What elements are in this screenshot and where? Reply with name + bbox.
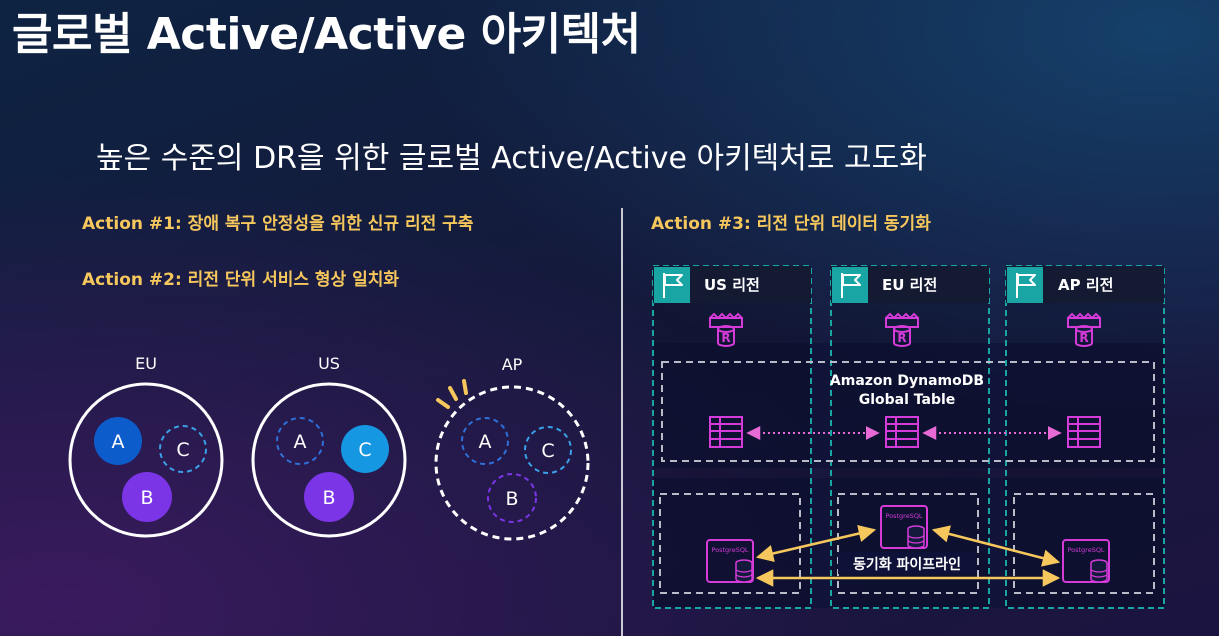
sync-pipeline-arrow: [755, 524, 877, 563]
flag-icon: [832, 267, 868, 303]
region-us: US A C B: [251, 354, 407, 538]
service-cell-c-label: C: [176, 439, 189, 461]
service-cell-c: [159, 425, 207, 473]
region-us-boundary: [251, 382, 407, 538]
service-cell-b: [122, 472, 172, 522]
service-cell-a: [461, 417, 509, 465]
service-cell-b: [487, 473, 537, 523]
svg-text:PostgreSQL: PostgreSQL: [1067, 546, 1104, 554]
service-cell-a: [94, 417, 142, 465]
service-cell-b: [304, 472, 354, 522]
service-cell-c: [341, 425, 389, 473]
section-divider: [621, 208, 623, 636]
sync-pipeline-arrow: [931, 525, 1061, 567]
service-cell-b-label: B: [140, 487, 153, 509]
region-eu-label: EU: [135, 354, 157, 373]
action-3-label: Action #3: 리전 단위 데이터 동기화: [651, 214, 931, 234]
region-us-label: US: [318, 354, 340, 373]
region-ap-title: AP 리전: [1058, 276, 1113, 294]
region-us-title: US 리전: [704, 276, 760, 294]
dynamodb-label-line1: Amazon DynamoDB: [830, 373, 984, 389]
pipeline-label-bg: [838, 552, 976, 574]
region-ap-label: AP: [502, 355, 523, 374]
flag-icon: [1007, 267, 1043, 303]
postgres-db-icon: PostgreSQL: [706, 539, 754, 583]
postgres-db-icon: PostgreSQL: [880, 505, 928, 549]
dynamodb-label-line2: Global Table: [859, 392, 956, 408]
service-cell-b-label: B: [322, 487, 335, 509]
region-eu-boundary: [68, 382, 224, 538]
svg-text:PostgreSQL: PostgreSQL: [711, 546, 748, 554]
dynamodb-global-table-box: [661, 361, 1155, 462]
service-cell-b-label: B: [505, 488, 518, 510]
slide-title: 글로벌 Active/Active 아키텍처: [12, 9, 641, 60]
service-cell-a-label: A: [294, 431, 307, 453]
flag-icon: [654, 267, 690, 303]
svg-text:PostgreSQL: PostgreSQL: [885, 512, 922, 520]
region-eu: EU A C B: [68, 354, 224, 538]
service-cell-c-label: C: [358, 439, 371, 461]
new-region-sparkle-icon: [436, 379, 468, 409]
region-ap-boundary: [434, 385, 590, 541]
region-us-column: US 리전: [652, 265, 812, 609]
action-2-label: Action #2: 리전 단위 서비스 형상 일치화: [82, 270, 400, 290]
region-eu-title: EU 리전: [882, 276, 937, 294]
region-ap-column: AP 리전: [1005, 265, 1165, 609]
region-ap: AP A C B: [434, 355, 590, 541]
sync-pipeline-label: 동기화 파이프라인: [853, 556, 961, 573]
service-cell-a-label: A: [479, 431, 492, 453]
service-cell-c-label: C: [541, 440, 554, 462]
service-cell-a: [276, 417, 324, 465]
slide-subtitle: 높은 수준의 DR을 위한 글로벌 Active/Active 아키텍처로 고도…: [96, 141, 927, 176]
service-cell-c: [524, 426, 572, 474]
action-1-label: Action #1: 장애 복구 안정성을 위한 신규 리전 구축: [82, 214, 474, 234]
postgres-db-icon: PostgreSQL: [1062, 539, 1110, 583]
service-cell-a-label: A: [112, 431, 125, 453]
